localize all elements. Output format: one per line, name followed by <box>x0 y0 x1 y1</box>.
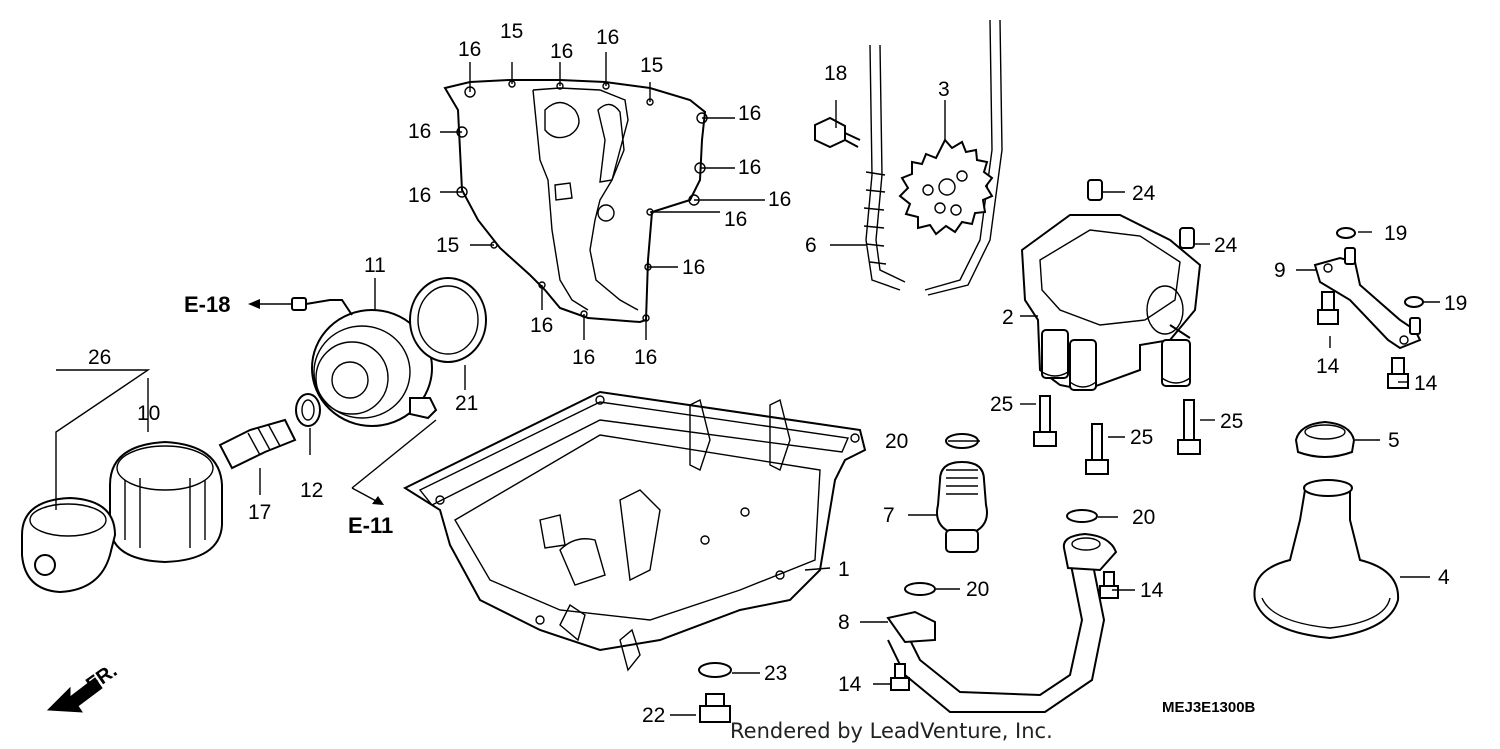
callout-16-g: 16 <box>724 208 747 231</box>
callout-22: 22 <box>642 704 665 727</box>
callout-24-b: 24 <box>1214 234 1238 257</box>
pipe-bracket <box>1313 227 1424 389</box>
dowel-pins <box>1087 179 1195 249</box>
oil-strainer <box>1253 479 1400 640</box>
callout-16-i: 16 <box>408 120 431 143</box>
callout-16-c: 16 <box>596 26 619 49</box>
callout-16-m: 16 <box>634 346 657 369</box>
callout-25-c: 25 <box>1220 410 1243 433</box>
oil-cooler <box>291 297 438 427</box>
leader-lines <box>55 52 1440 716</box>
callout-15-c: 15 <box>436 234 459 257</box>
oil-pan <box>402 390 867 672</box>
drain-washer <box>698 662 732 678</box>
callout-26: 26 <box>88 346 111 369</box>
strainer-seal <box>1294 420 1356 458</box>
drain-bolt <box>699 693 731 723</box>
callout-16-e: 16 <box>738 156 761 179</box>
callout-15-b: 15 <box>640 54 663 77</box>
callout-16-a: 16 <box>458 38 481 61</box>
oil-pump <box>1020 214 1202 392</box>
cover-gasket <box>443 79 708 324</box>
callout-19-b: 19 <box>1444 292 1467 315</box>
flange-bolts <box>1033 395 1201 475</box>
diagram-code: MEJ3E1300B <box>1162 699 1256 716</box>
callout-16-f: 16 <box>768 188 791 211</box>
callout-25-b: 25 <box>1130 426 1153 449</box>
watermark: Rendered by LeadVenture, Inc. <box>730 719 1053 743</box>
callout-23: 23 <box>764 662 787 685</box>
callout-14-c: 14 <box>1140 579 1164 602</box>
filter-o-ring <box>295 393 321 427</box>
callout-12: 12 <box>300 479 323 502</box>
callout-16-b: 16 <box>550 40 573 63</box>
callout-18: 18 <box>824 62 847 85</box>
callout-8: 8 <box>838 611 850 634</box>
callout-6: 6 <box>805 234 817 257</box>
callout-20-a: 20 <box>885 430 908 453</box>
callout-2: 2 <box>1002 306 1014 329</box>
callout-17: 17 <box>248 501 271 524</box>
oil-filter <box>109 440 223 564</box>
cooler-gasket <box>409 277 487 363</box>
callout-numbers: 1 2 3 4 5 6 7 8 9 10 11 12 14 14 14 14 1… <box>88 20 1467 727</box>
callout-20-c: 20 <box>966 578 989 601</box>
front-direction-marker: FR. <box>46 660 121 713</box>
callout-14-b: 14 <box>1414 372 1438 395</box>
reference-e18: E-18 <box>184 292 230 317</box>
drive-chain <box>863 19 1003 296</box>
driven-sprocket <box>898 138 994 236</box>
callout-9: 9 <box>1274 259 1286 282</box>
callout-3: 3 <box>938 78 950 101</box>
sprocket-bolt <box>814 116 861 149</box>
callout-15-a: 15 <box>500 20 523 43</box>
callout-16-l: 16 <box>572 346 595 369</box>
callout-1: 1 <box>838 558 850 581</box>
filter-wrench <box>21 496 117 594</box>
callout-14-d: 14 <box>838 673 862 696</box>
callout-14-a: 14 <box>1316 355 1340 378</box>
callout-11: 11 <box>364 254 386 277</box>
bolt-holes <box>456 80 708 322</box>
callout-25-a: 25 <box>990 393 1013 416</box>
callout-24-a: 24 <box>1132 182 1156 205</box>
callout-16-d: 16 <box>738 102 761 125</box>
callout-16-h: 16 <box>682 256 705 279</box>
callout-19-a: 19 <box>1384 222 1407 245</box>
callout-7: 7 <box>883 504 895 527</box>
callout-20-b: 20 <box>1132 506 1155 529</box>
callout-4: 4 <box>1438 566 1450 589</box>
relief-valve <box>936 460 988 553</box>
oil-pipe <box>886 532 1119 713</box>
callout-16-j: 16 <box>408 184 431 207</box>
callout-5: 5 <box>1388 429 1400 452</box>
callout-21: 21 <box>455 392 478 415</box>
callout-16-k: 16 <box>530 314 553 337</box>
callout-10: 10 <box>137 402 160 425</box>
filter-boss-bolt <box>218 418 297 470</box>
reference-e11: E-11 <box>348 513 393 538</box>
